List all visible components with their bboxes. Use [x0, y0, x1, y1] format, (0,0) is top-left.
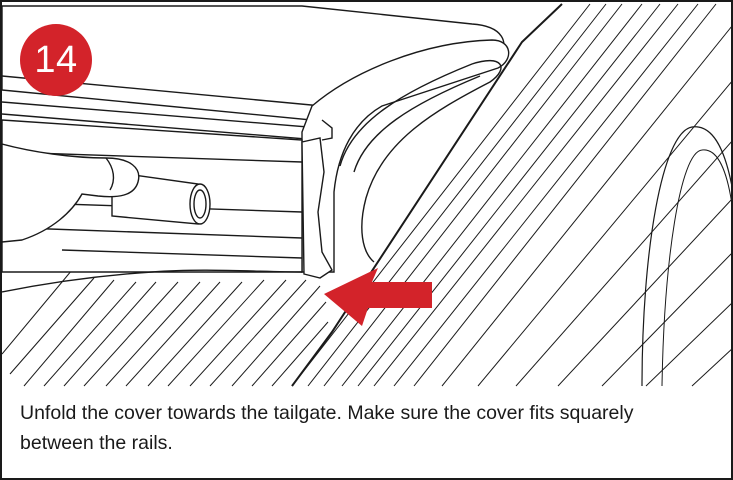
- tonneau-cover-illustration: [2, 3, 731, 387]
- instruction-text: Unfold the cover towards the tailgate. M…: [20, 402, 634, 454]
- wheel-well-curve: [641, 126, 731, 387]
- push-direction-arrow-icon: [324, 268, 432, 326]
- rail-ledge: [291, 3, 563, 387]
- bed-rail-lines: [291, 3, 731, 387]
- step-number: 14: [34, 38, 78, 81]
- hand: [2, 143, 303, 293]
- bed-floor-ribs: [2, 269, 329, 387]
- step-number-badge: 14: [20, 24, 92, 96]
